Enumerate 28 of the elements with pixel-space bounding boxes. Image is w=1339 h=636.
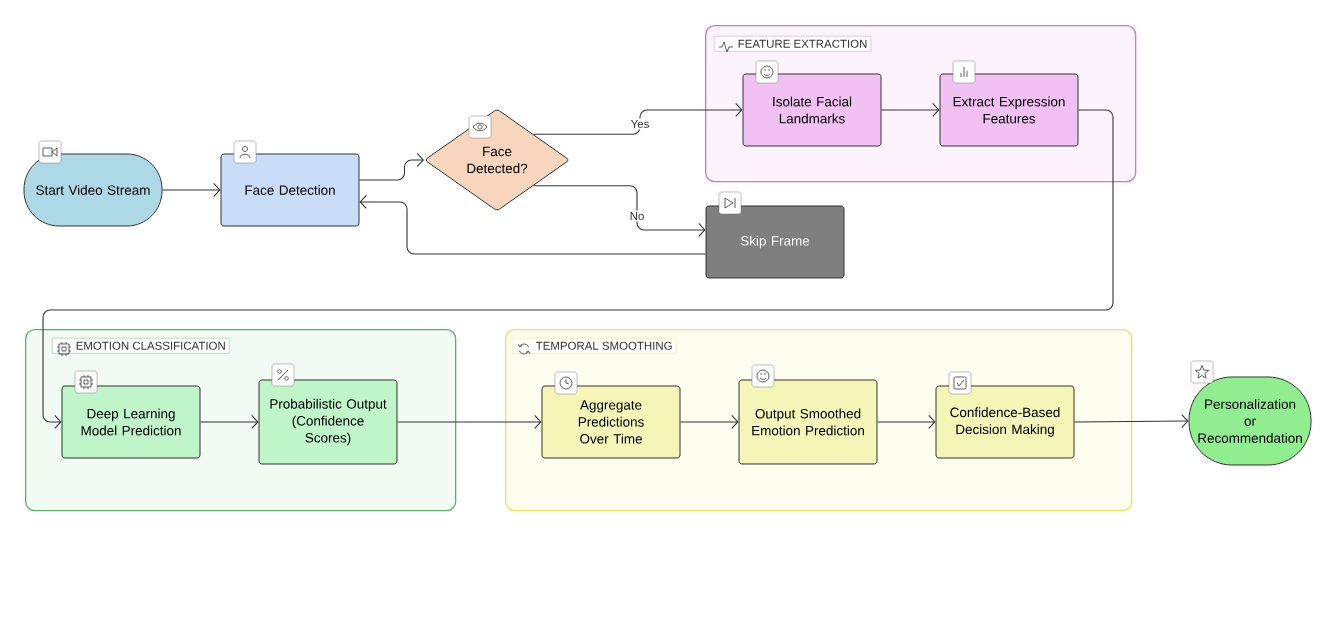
process-box: Probabilistic Output (Confidence Scores) — [258, 379, 398, 465]
section-heading: EMOTION CLASSIFICATION — [52, 338, 230, 354]
process-box: Extract Expression Features — [939, 73, 1079, 147]
terminal-pill: Personalization or Recommendation — [1188, 376, 1312, 466]
arrow — [532, 102, 743, 135]
section-heading: FEATURE EXTRACTION — [714, 36, 872, 52]
arrow — [880, 102, 940, 118]
arrow — [42, 109, 1114, 430]
arrow — [532, 185, 706, 238]
arrow — [161, 182, 221, 198]
arrow — [359, 194, 707, 255]
process-box: Confidence-Based Decision Making — [935, 385, 1075, 459]
process-box: Face Detection — [220, 153, 360, 227]
process-box: Isolate Facial Landmarks — [742, 73, 882, 147]
process-box: Output Smoothed Emotion Prediction — [738, 379, 878, 465]
process-box: Deep Learning Model Prediction — [61, 385, 201, 459]
arrow — [396, 414, 542, 430]
edge-label: Yes — [629, 118, 651, 130]
section-heading: TEMPORAL SMOOTHING — [512, 338, 677, 354]
arrow — [358, 152, 424, 181]
edge-label: No — [628, 210, 646, 222]
arrow — [199, 414, 259, 430]
arrow — [876, 414, 936, 430]
arrow — [1073, 414, 1189, 429]
process-box: Skip Frame — [705, 205, 845, 279]
terminal-pill: Start Video Stream — [23, 153, 163, 227]
arrow — [679, 414, 739, 430]
process-box: Aggregate Predictions Over Time — [541, 385, 681, 459]
